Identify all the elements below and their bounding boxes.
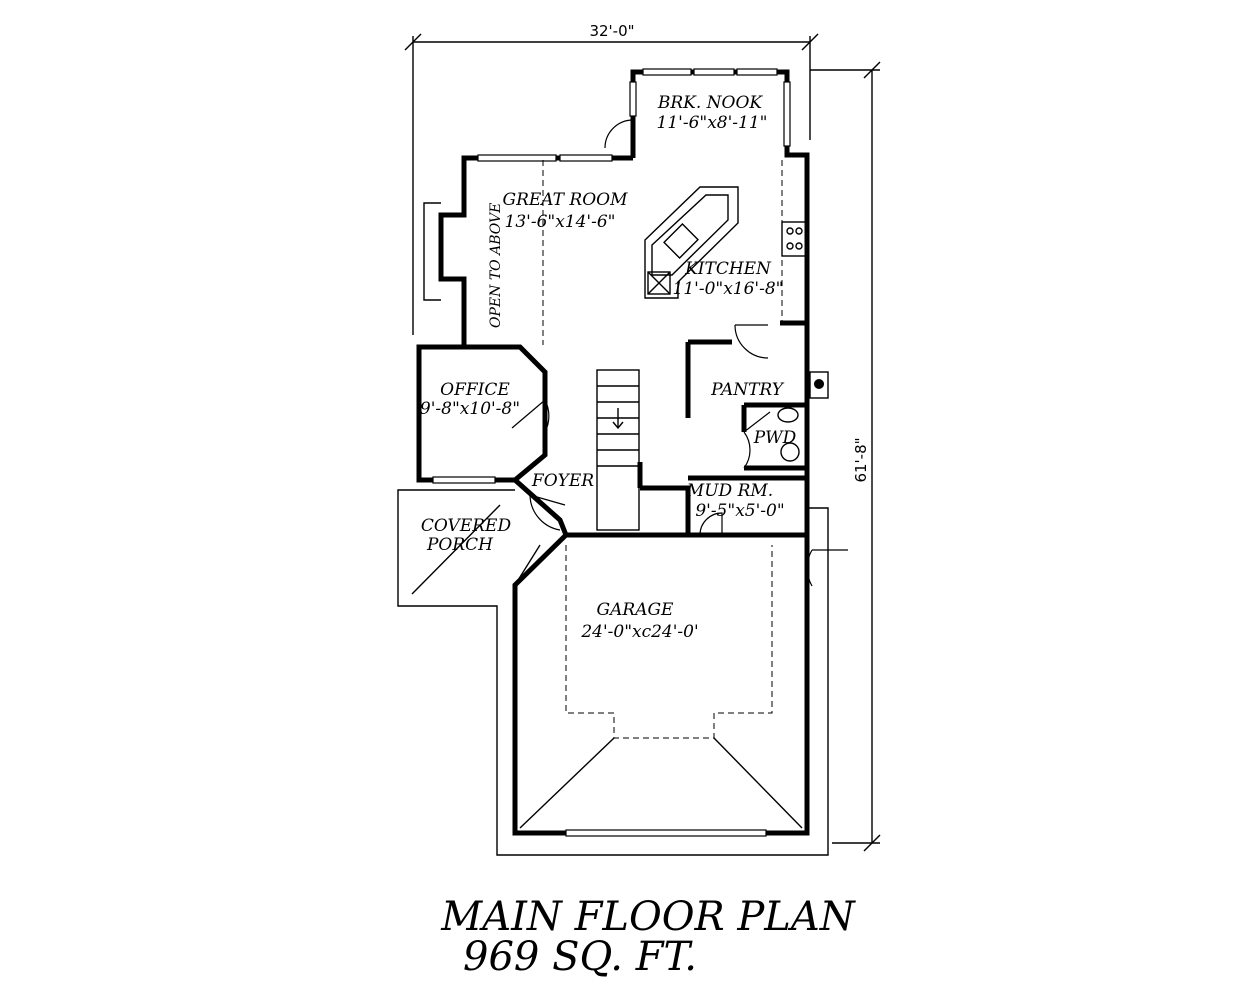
top-dimension: 32'-0" — [404, 22, 819, 335]
garage-size: 24'-0"xc24'-0' — [580, 622, 698, 642]
kitchen-size: 11'-0"x16'-8" — [673, 279, 784, 299]
office-door-swing — [511, 399, 550, 433]
great-room-window-1 — [477, 154, 557, 162]
great-room-size: 13'-6"x14'-6" — [505, 212, 616, 232]
fireplace-vent-icon — [809, 371, 829, 399]
toilet-icon — [777, 407, 799, 423]
exterior-walls — [416, 69, 810, 836]
foyer-door-swing — [529, 494, 566, 531]
mud-room-label: MUD RM. — [686, 481, 773, 501]
mud-room-size: 9'-5"x5'-0" — [695, 501, 784, 521]
side-dimension: 61'-8" — [810, 61, 881, 852]
range-icon — [781, 221, 807, 257]
mud-door-swing — [699, 512, 723, 536]
office-window — [432, 476, 496, 484]
porch-label-line1: COVERED — [421, 516, 512, 536]
depth-dimension-label: 61'-8" — [852, 437, 870, 482]
nook-window-top-2 — [693, 68, 735, 76]
foyer-label: FOYER — [531, 471, 594, 491]
nook-size: 11'-6"x8'-11" — [657, 113, 768, 133]
nook-label: BRK. NOOK — [657, 93, 764, 113]
plan-area: 969 SQ. FT. — [463, 934, 697, 980]
nook-window-left — [629, 81, 637, 117]
pwd-label: PWD — [753, 428, 797, 448]
open-to-above-label: OPEN TO ABOVE — [488, 203, 504, 328]
interior-walls — [637, 320, 807, 535]
garage-label: GARAGE — [597, 600, 675, 620]
pantry-label: PANTRY — [710, 380, 785, 400]
office-size: 9'-8"x10'-8" — [420, 399, 520, 419]
great-room-label: GREAT ROOM — [503, 190, 629, 210]
nook-window-top-1 — [642, 68, 692, 76]
pwd-door-swing — [743, 411, 771, 469]
pantry-door-swing — [734, 324, 769, 359]
kitchen-island — [644, 186, 739, 299]
garage-door — [565, 829, 767, 837]
great-room-window-2 — [559, 154, 613, 162]
nook-window-right — [783, 81, 791, 147]
sink-icon — [780, 442, 800, 462]
kitchen-label: KITCHEN — [684, 259, 772, 279]
porch-label-line2: PORCH — [426, 535, 494, 555]
plan-title: MAIN FLOOR PLAN — [440, 894, 856, 940]
nook-door-swing — [604, 119, 634, 149]
width-dimension-label: 32'-0" — [589, 22, 634, 40]
windows — [432, 68, 791, 837]
doors — [511, 119, 848, 587]
fixtures — [777, 221, 829, 462]
garage-side-door-swing — [806, 549, 848, 587]
office-label: OFFICE — [440, 380, 510, 400]
room-labels: BRK. NOOK 11'-6"x8'-11" GREAT ROOM 13'-6… — [420, 93, 797, 642]
nook-window-top-3 — [736, 68, 778, 76]
stairs — [596, 369, 640, 531]
